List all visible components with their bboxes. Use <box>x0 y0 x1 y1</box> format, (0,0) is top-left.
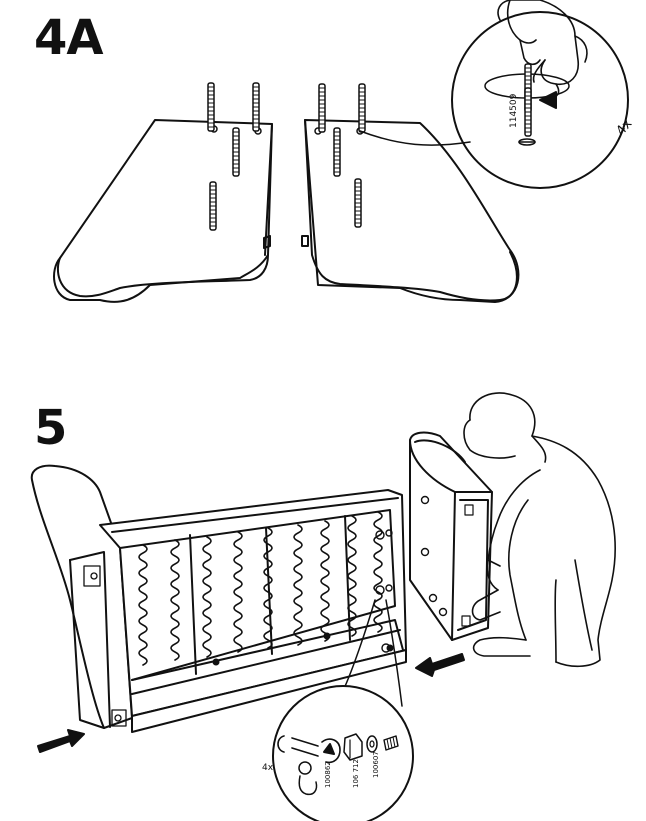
nut-icon <box>343 733 363 761</box>
detail-callout-5 <box>272 599 414 821</box>
person-icon <box>463 392 616 668</box>
right-armrest-4a <box>301 119 520 303</box>
step-number-5: 5 <box>34 400 67 456</box>
washer-icon <box>366 735 378 753</box>
part-number-label: 106 712 <box>352 759 360 788</box>
part-number-label: 100862 <box>324 761 332 788</box>
threaded-bolt-icon <box>207 82 215 132</box>
arrow-icon <box>415 653 465 677</box>
arrow-icon <box>37 729 85 753</box>
right-armrest-attaching <box>409 431 493 641</box>
part-number-label: 114509 <box>509 93 519 128</box>
step-number-4a: 4A <box>34 10 104 66</box>
left-armrest-4a <box>53 119 273 303</box>
arrow-icon <box>539 91 557 109</box>
quantity-label-step5: 4x <box>262 763 274 773</box>
part-number-label: 100607 <box>372 751 380 778</box>
